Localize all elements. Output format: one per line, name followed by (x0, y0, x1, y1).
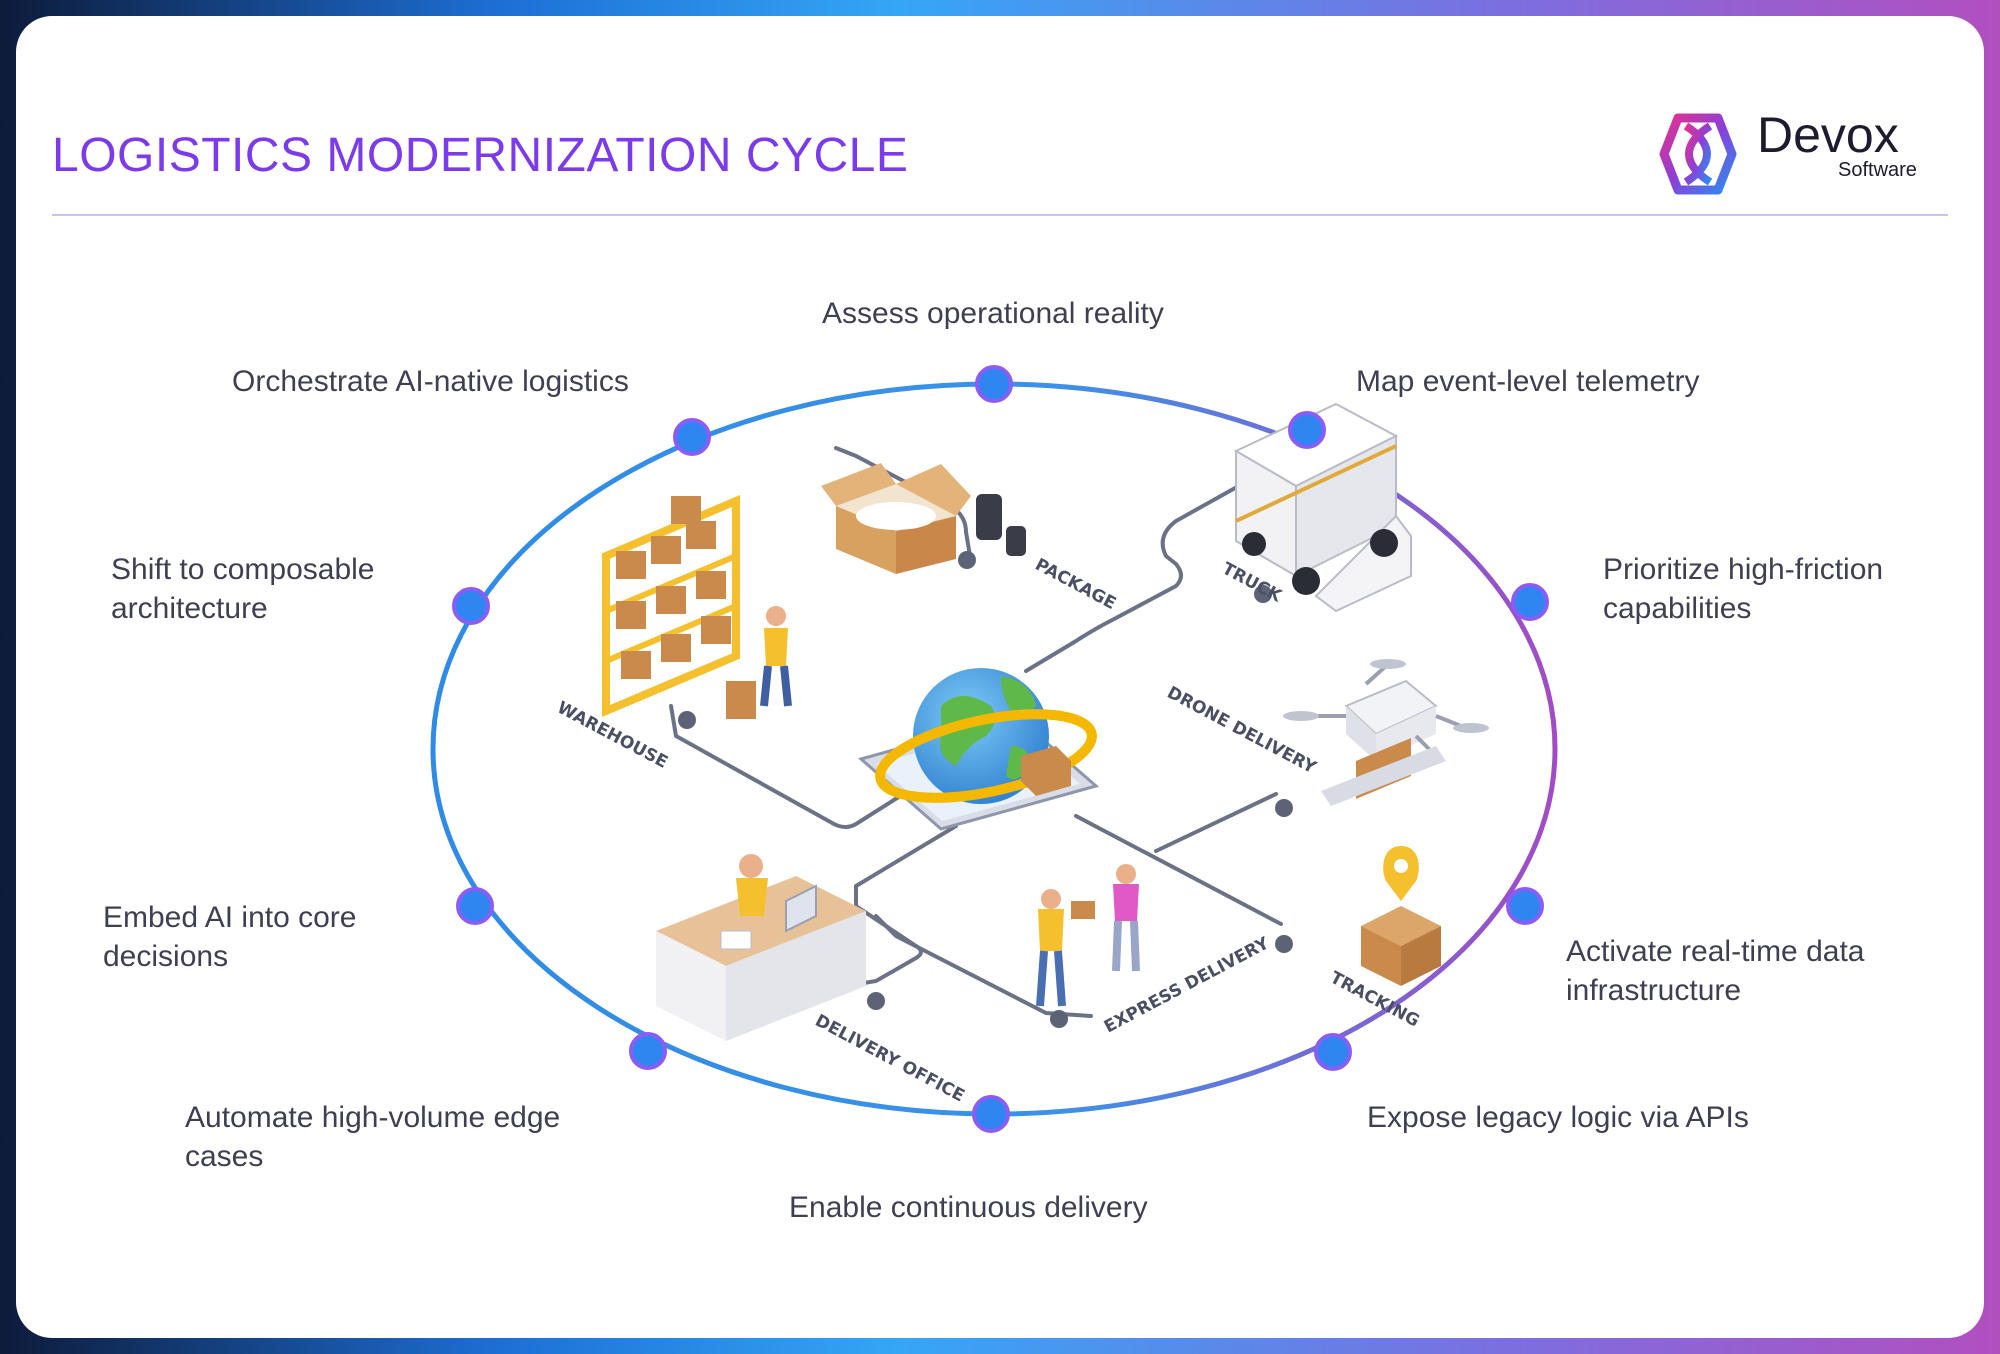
connector-drone (1154, 792, 1278, 853)
drone-illustration (1283, 659, 1489, 806)
node-assess (975, 365, 1013, 403)
globe-hub (857, 668, 1100, 831)
node-activate (1506, 887, 1544, 925)
cycle-diagram: PACKAGE TRUCK WAREHOUSE DRONE DELIVERY T… (430, 365, 1558, 1133)
cycle-nodes (452, 365, 1549, 1133)
connector-truck (1024, 476, 1255, 673)
package-illustration (821, 463, 1026, 574)
hub-label-office: DELIVERY OFFICE (812, 1011, 968, 1107)
delivery-office-illustration (656, 854, 866, 1041)
brand-subtitle: Software (1838, 159, 1917, 181)
step-label-embed-ai: Embed AI into core decisions (103, 901, 357, 973)
title-divider (52, 214, 1948, 216)
node-continuous-delivery (972, 1095, 1010, 1133)
node-map-telemetry (1288, 411, 1326, 449)
node-expose-apis (1314, 1033, 1352, 1071)
step-label-prioritize: Prioritize high-friction capabilities (1603, 553, 1884, 625)
express-delivery-illustration (1036, 864, 1140, 1007)
step-label-assess: Assess operational reality (822, 297, 1164, 330)
step-label-composable: Shift to composable architecture (111, 553, 375, 625)
hub-label-truck: TRUCK (1219, 559, 1286, 607)
devox-logo-icon (1659, 113, 1737, 195)
step-label-orchestrate: Orchestrate AI-native logistics (232, 365, 629, 398)
warehouse-illustration (602, 494, 792, 719)
node-composable (452, 587, 490, 625)
step-label-expose-apis: Expose legacy logic via APIs (1367, 1101, 1749, 1134)
truck-illustration (1233, 402, 1412, 613)
step-label-continuous-delivery: Enable continuous delivery (789, 1191, 1148, 1224)
step-label-activate: Activate real-time data infrastructure (1566, 935, 1865, 1007)
slide-card: LOGISTICS MODERNIZATION CYCLE Devox Soft… (16, 16, 1984, 1338)
connector-tracking (1074, 814, 1283, 926)
node-embed-ai (456, 887, 494, 925)
step-label-map-telemetry: Map event-level telemetry (1356, 365, 1700, 398)
brand-name: Devox (1757, 107, 1899, 163)
hub-label-drone: DRONE DELIVERY (1164, 683, 1320, 779)
step-label-automate: Automate high-volume edge cases (185, 1101, 561, 1173)
node-automate (629, 1032, 667, 1070)
hub-label-express: EXPRESS DELIVERY (1101, 933, 1273, 1037)
connector-express (874, 914, 1093, 1018)
tracking-illustration (1361, 846, 1441, 986)
page-title: LOGISTICS MODERNIZATION CYCLE (52, 129, 909, 182)
hub-label-package: PACKAGE (1032, 555, 1119, 614)
connector-warehouse (669, 704, 918, 829)
connector-endpoints (678, 551, 1293, 1028)
node-prioritize (1511, 583, 1549, 621)
node-orchestrate (673, 418, 711, 456)
